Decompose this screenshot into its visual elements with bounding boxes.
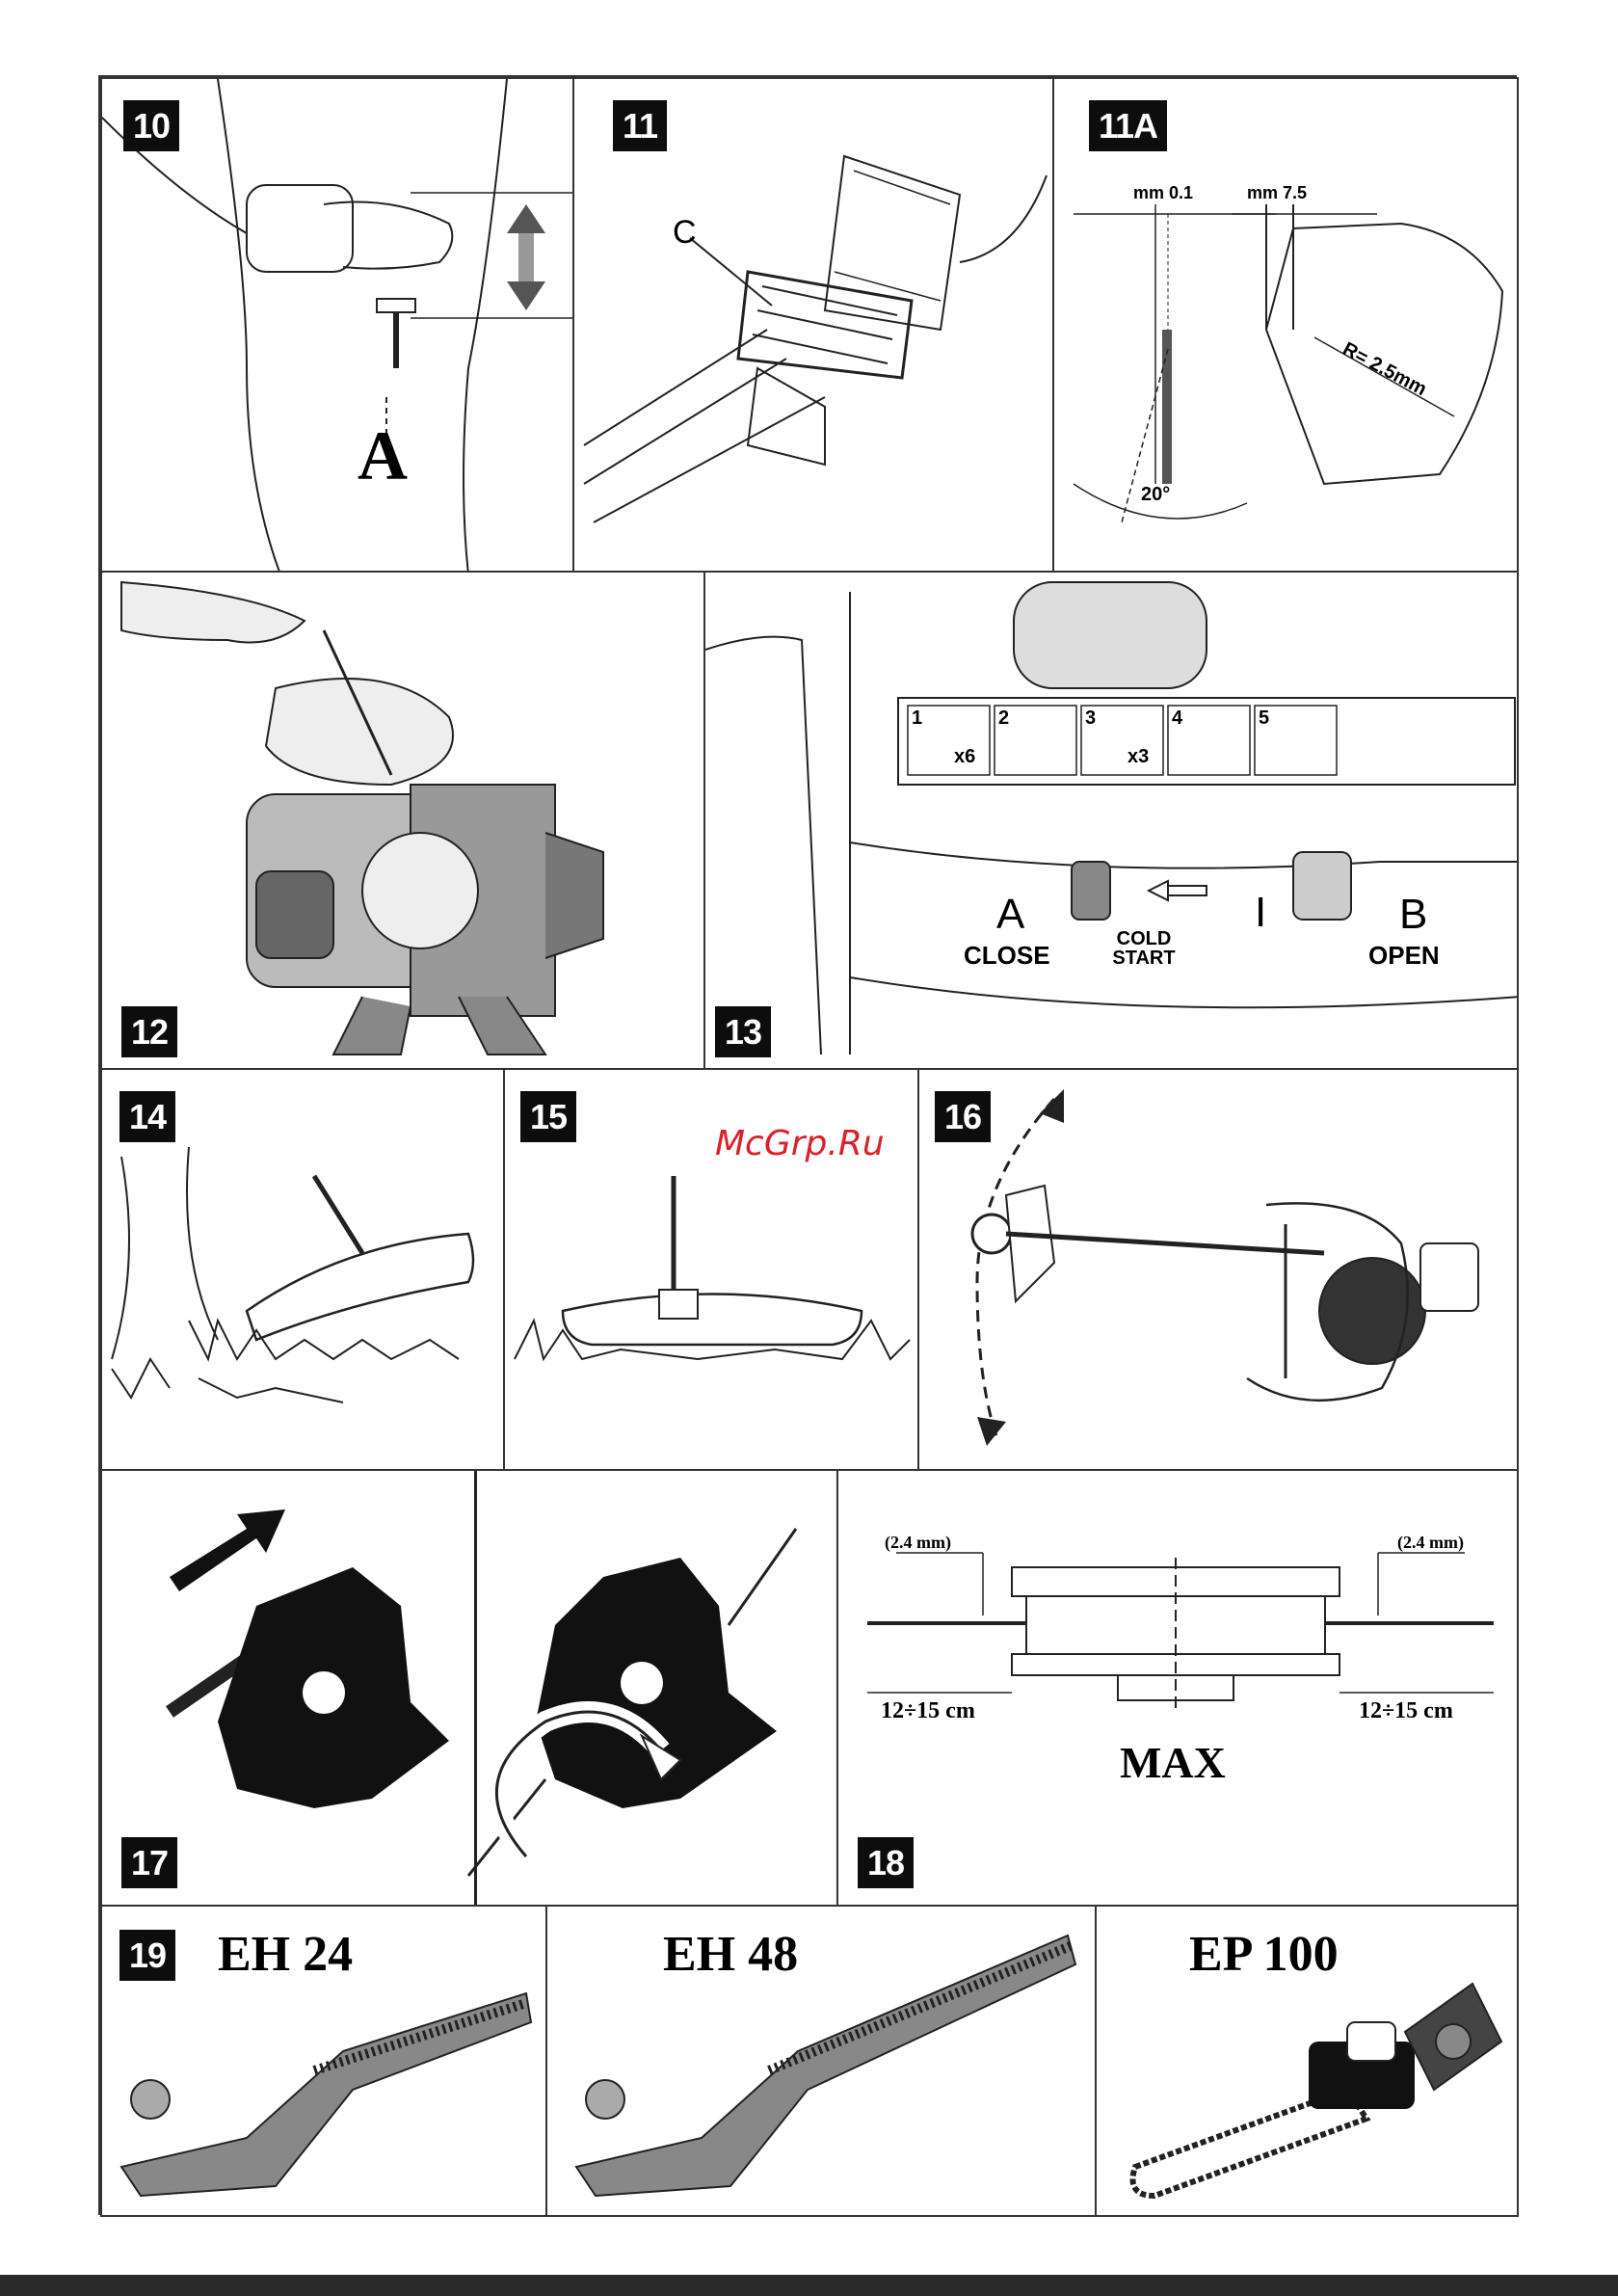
figure-number-badge: 11 (613, 100, 667, 151)
step-3-number: 3 (1085, 707, 1096, 730)
run-position-label: I (1255, 889, 1266, 937)
bottom-border-bar (0, 2275, 1618, 2296)
line-length-right: 12÷15 cm (1359, 1698, 1453, 1724)
blade-filing-drawing (102, 1471, 838, 1907)
choke-lever-drawing (705, 573, 1519, 1070)
line-length-left: 12÷15 cm (881, 1698, 975, 1724)
figure-10-panel: 10 A (100, 77, 574, 573)
step-1-number: 1 (912, 707, 922, 730)
step-3-count: x3 (1127, 746, 1149, 768)
step-2-number: 2 (998, 707, 1009, 730)
line-diameter-left: (2.4 mm) (885, 1533, 951, 1553)
cold-start-label: COLD START (1101, 929, 1187, 968)
figure-12-panel: 12 (100, 571, 705, 1070)
figure-number-badge: 13 (715, 1006, 771, 1057)
sweeping-motion-drawing (919, 1070, 1519, 1471)
shoulder-strap-drawing (574, 79, 1054, 573)
figure-number-badge: 16 (935, 1091, 991, 1142)
dimension-left: mm 0.1 (1133, 183, 1193, 203)
watermark-text: McGrp.Ru (715, 1124, 885, 1163)
label-a: A (996, 891, 1024, 939)
figure-18-panel: (2.4 mm) (2.4 mm) 12÷15 cm 12÷15 cm MAX … (836, 1469, 1519, 1907)
figure-13-panel: 1 x6 2 3 x3 4 5 A CLOSE COLD START I B O… (703, 571, 1519, 1070)
figure-19-panel-ep100: EP 100 (1095, 1905, 1519, 2217)
open-label: OPEN (1368, 941, 1440, 971)
figure-19-panel-eh48: EH 48 (545, 1905, 1097, 2217)
figure-number-badge: 19 (119, 1930, 175, 1981)
hip-belt-drawing (102, 79, 574, 573)
figure-11a-panel: 11A mm 0.1 mm 7.5 R= 2.5mm 20° (1052, 77, 1519, 573)
angle-label: 20° (1141, 484, 1170, 506)
model-ep100: EP 100 (1189, 1926, 1339, 1983)
figure-number-badge: 17 (121, 1837, 177, 1888)
line-diameter-right: (2.4 mm) (1397, 1533, 1464, 1553)
figure-number-badge: 10 (123, 100, 179, 151)
figure-11-panel: 11 C (572, 77, 1054, 573)
figure-number-badge: 12 (121, 1006, 177, 1057)
label-a: A (358, 416, 408, 496)
label-b: B (1399, 891, 1427, 939)
figure-14-panel: 14 (100, 1068, 505, 1471)
step-1-count: x6 (954, 746, 975, 768)
starter-pull-drawing (102, 573, 705, 1070)
figure-17-panel: 17 (100, 1469, 838, 1907)
label-c: C (673, 214, 697, 252)
figure-19-panel-eh24: 19 EH 24 (100, 1905, 547, 2217)
step-5-number: 5 (1259, 707, 1269, 730)
figure-number-badge: 18 (858, 1837, 914, 1888)
step-4-number: 4 (1172, 707, 1182, 730)
figure-number-badge: 11A (1089, 100, 1167, 151)
figure-number-badge: 15 (520, 1091, 576, 1142)
figure-16-panel: 16 (917, 1068, 1519, 1471)
max-label: MAX (1120, 1737, 1226, 1788)
close-label: CLOSE (964, 941, 1050, 971)
blade-sharpening-diagram (1054, 79, 1519, 573)
figure-number-badge: 14 (119, 1091, 175, 1142)
hedge-trimmer-eh48-drawing (547, 1907, 1097, 2217)
model-eh48: EH 48 (663, 1926, 798, 1983)
model-eh24: EH 24 (218, 1926, 353, 1983)
dimension-right: mm 7.5 (1247, 183, 1307, 203)
